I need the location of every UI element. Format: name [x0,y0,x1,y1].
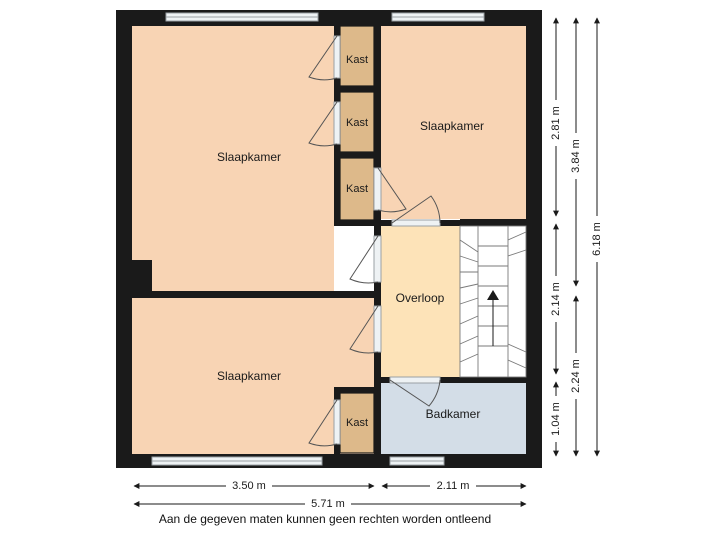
landing-label: Overloop [396,291,445,305]
doors [308,35,441,447]
dim-right-upper: 2.81 m [550,106,562,140]
closet-2-label: Kast [346,117,368,129]
bedroom-top-right-label: Slaapkamer [420,119,484,133]
dim-bottom-left: 3.50 m [232,480,266,492]
bedroom-top-left-label: Slaapkamer [217,150,281,164]
closet-1-label: Kast [346,54,368,66]
landing-floor [381,226,460,377]
bedroom-top-left-floor [132,26,334,291]
bedroom-top-right-floor [381,26,526,219]
closet-4-label: Kast [346,417,368,429]
staircase [459,225,527,378]
closet-3-label: Kast [346,183,368,195]
dim-right-low-total: 2.24 m [570,359,582,393]
bedroom-bottom-label: Slaapkamer [217,369,281,383]
dim-bottom-right: 2.11 m [437,480,470,492]
vertical-dimension-labels: 2.81 m 2.14 m 1.04 m 3.84 m 2.24 m 6.18 … [549,100,604,442]
windows [151,12,485,466]
disclaimer-text: Aan de gegeven maten kunnen geen rechten… [158,512,492,526]
bathroom-label: Badkamer [426,407,481,421]
horizontal-dimension-labels: 3.50 m 2.11 m 5.71 m [226,479,476,511]
bathroom-floor [381,383,526,454]
dim-right-mid-total: 3.84 m [570,139,582,173]
dim-bottom-total: 5.71 m [311,498,345,510]
dim-right-lower: 1.04 m [550,402,562,436]
dim-right-middle: 2.14 m [550,282,562,316]
dim-right-total: 6.18 m [591,222,603,256]
